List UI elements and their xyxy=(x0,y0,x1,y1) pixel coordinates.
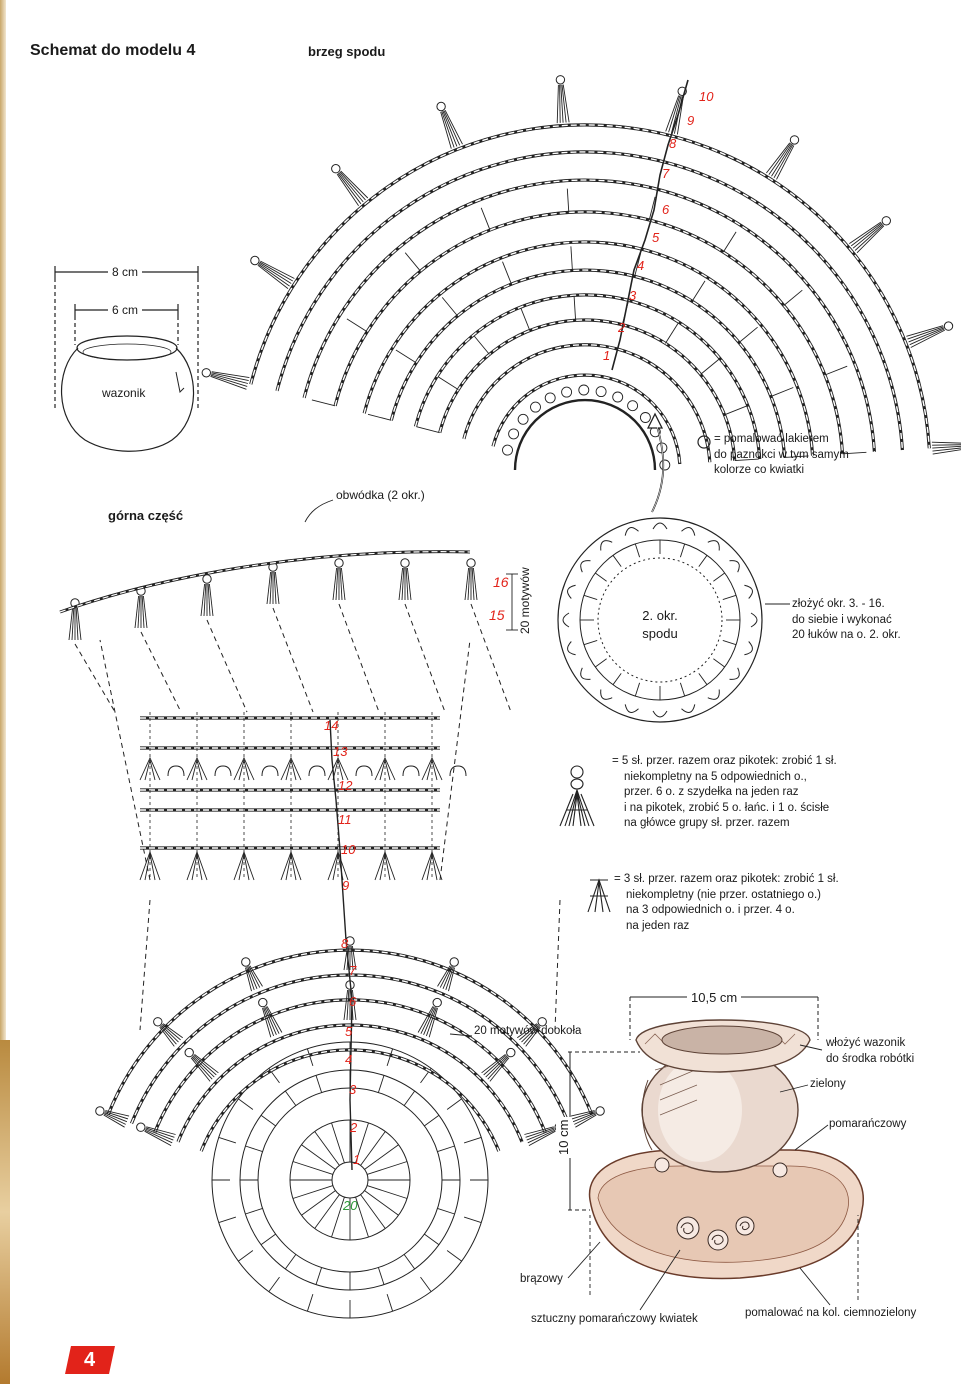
top-row-number: 12 xyxy=(338,778,353,793)
legend-symbol-three xyxy=(587,878,611,913)
border-label: obwódka (2 okr.) xyxy=(336,488,425,502)
top-part-chart xyxy=(59,550,605,1319)
insert-note: włożyć wazonik do środka robótki xyxy=(826,1036,914,1067)
vase-outer-width: 8 cm xyxy=(108,265,143,280)
legend-line: niekompletny na 5 odpowiednich o., xyxy=(624,770,807,783)
top-row-number: 13 xyxy=(333,744,348,759)
bottom-row-number: 3 xyxy=(629,288,637,303)
top-row-number: 10 xyxy=(341,842,356,857)
legend-line: = 3 sł. przer. razem oraz pikotek: zrobi… xyxy=(614,873,839,885)
motif-round-note: 20 motywów dookoła xyxy=(474,1025,582,1037)
start-number: 20 xyxy=(343,1198,358,1213)
legend-line: na jeden raz xyxy=(626,919,690,932)
page-edge xyxy=(0,0,6,1384)
paint-label: pomalować na kol. ciemnozielony xyxy=(745,1307,917,1319)
bottom-row-number: 6 xyxy=(662,202,670,217)
legend-five-text: = 5 sł. przer. razem oraz pikotek: zrobi… xyxy=(612,754,837,832)
bottom-row-number: 5 xyxy=(652,230,660,245)
fold-note: złożyć okr. 3. - 16. do siebie i wykonać… xyxy=(792,597,901,644)
varnish-note-line: = pomalować lakierem xyxy=(714,433,829,445)
photo-height-label: 10 cm xyxy=(556,1116,571,1158)
finished-vase-photo xyxy=(567,996,864,1311)
top-row-number: 5 xyxy=(345,1024,353,1039)
legend-line: = 5 sł. przer. razem oraz pikotek: zrobi… xyxy=(612,755,837,767)
brown-label: brązowy xyxy=(520,1273,563,1285)
bottom-row-number: 4 xyxy=(637,258,645,273)
vase-inner-width: 6 cm xyxy=(108,303,143,318)
insert-note-line: włożyć wazonik xyxy=(826,1037,906,1049)
page-number: 4 xyxy=(65,1346,115,1374)
top-row-number: 15 xyxy=(489,607,505,623)
bottom-row-number: 10 xyxy=(699,89,714,104)
fold-note-line: złożyć okr. 3. - 16. xyxy=(792,598,885,610)
bottom-round-2-disc xyxy=(557,517,763,723)
vase-sketch xyxy=(54,266,199,452)
varnish-note: = pomalować lakierem do paznokci w tym s… xyxy=(714,432,849,479)
bottom-row-number: 7 xyxy=(662,166,670,181)
top-row-number: 16 xyxy=(493,574,509,590)
bottom-row-number: 8 xyxy=(669,136,677,151)
bottom-edge-chart xyxy=(201,75,961,471)
photo-width-label: 10,5 cm xyxy=(687,990,742,1007)
green-label: zielony xyxy=(810,1078,846,1090)
bottom-row-number: 1 xyxy=(603,348,611,363)
top-row-number: 4 xyxy=(345,1052,353,1067)
legend-line: na 3 odpowiednich o. i przer. 4 o. xyxy=(626,904,795,917)
legend-line: przer. 6 o. z szydełka na jeden raz xyxy=(624,786,799,799)
flower-label: sztuczny pomarańczowy kwiatek xyxy=(531,1313,698,1325)
bottom-edge-label: brzeg spodu xyxy=(308,44,386,59)
top-row-number: 1 xyxy=(353,1152,361,1167)
orange-label: pomarańczowy xyxy=(829,1118,907,1130)
legend-line: na główce grupy sł. przer. razem xyxy=(624,817,790,830)
top-row-number: 14 xyxy=(324,718,339,733)
top-row-number: 11 xyxy=(338,812,352,827)
top-row-number: 2 xyxy=(350,1120,358,1135)
fold-note-line: 20 łuków na o. 2. okr. xyxy=(792,629,901,642)
page-number-text: 4 xyxy=(84,1349,96,1371)
side-motif-note: 20 motywów xyxy=(518,567,532,634)
insert-note-line: do środka robótki xyxy=(826,1052,915,1065)
top-part-label: górna część xyxy=(108,508,184,523)
top-row-number: 8 xyxy=(341,936,349,951)
disc-label-line1: 2. okr. xyxy=(642,608,678,623)
top-row-number: 3 xyxy=(349,1082,357,1097)
bottom-row-number: 9 xyxy=(687,113,695,128)
page-title: Schemat do modelu 4 xyxy=(30,42,196,59)
bottom-row-number: 2 xyxy=(618,320,626,335)
top-row-number: 9 xyxy=(342,878,350,893)
page-edge-shadow xyxy=(0,1040,10,1384)
vase-label: wazonik xyxy=(102,386,146,400)
fold-note-line: do siebie i wykonać xyxy=(792,613,892,626)
varnish-note-line: kolorze co kwiatki xyxy=(714,464,805,477)
legend-line: niekompletny (nie przer. ostatniego o.) xyxy=(626,888,821,901)
varnish-symbol xyxy=(697,435,711,449)
legend-symbol-five xyxy=(559,765,595,827)
top-row-number: 6 xyxy=(349,994,357,1009)
varnish-note-line: do paznokci w tym samym xyxy=(714,448,849,461)
legend-line: i na pikotek, zrobić 5 o. łańc. i 1 o. ś… xyxy=(624,801,830,814)
disc-label-line2: spodu xyxy=(642,626,678,641)
top-row-number: 7 xyxy=(349,963,357,978)
border-label-leader xyxy=(304,499,334,523)
legend-three-text: = 3 sł. przer. razem oraz pikotek: zrobi… xyxy=(614,872,839,934)
